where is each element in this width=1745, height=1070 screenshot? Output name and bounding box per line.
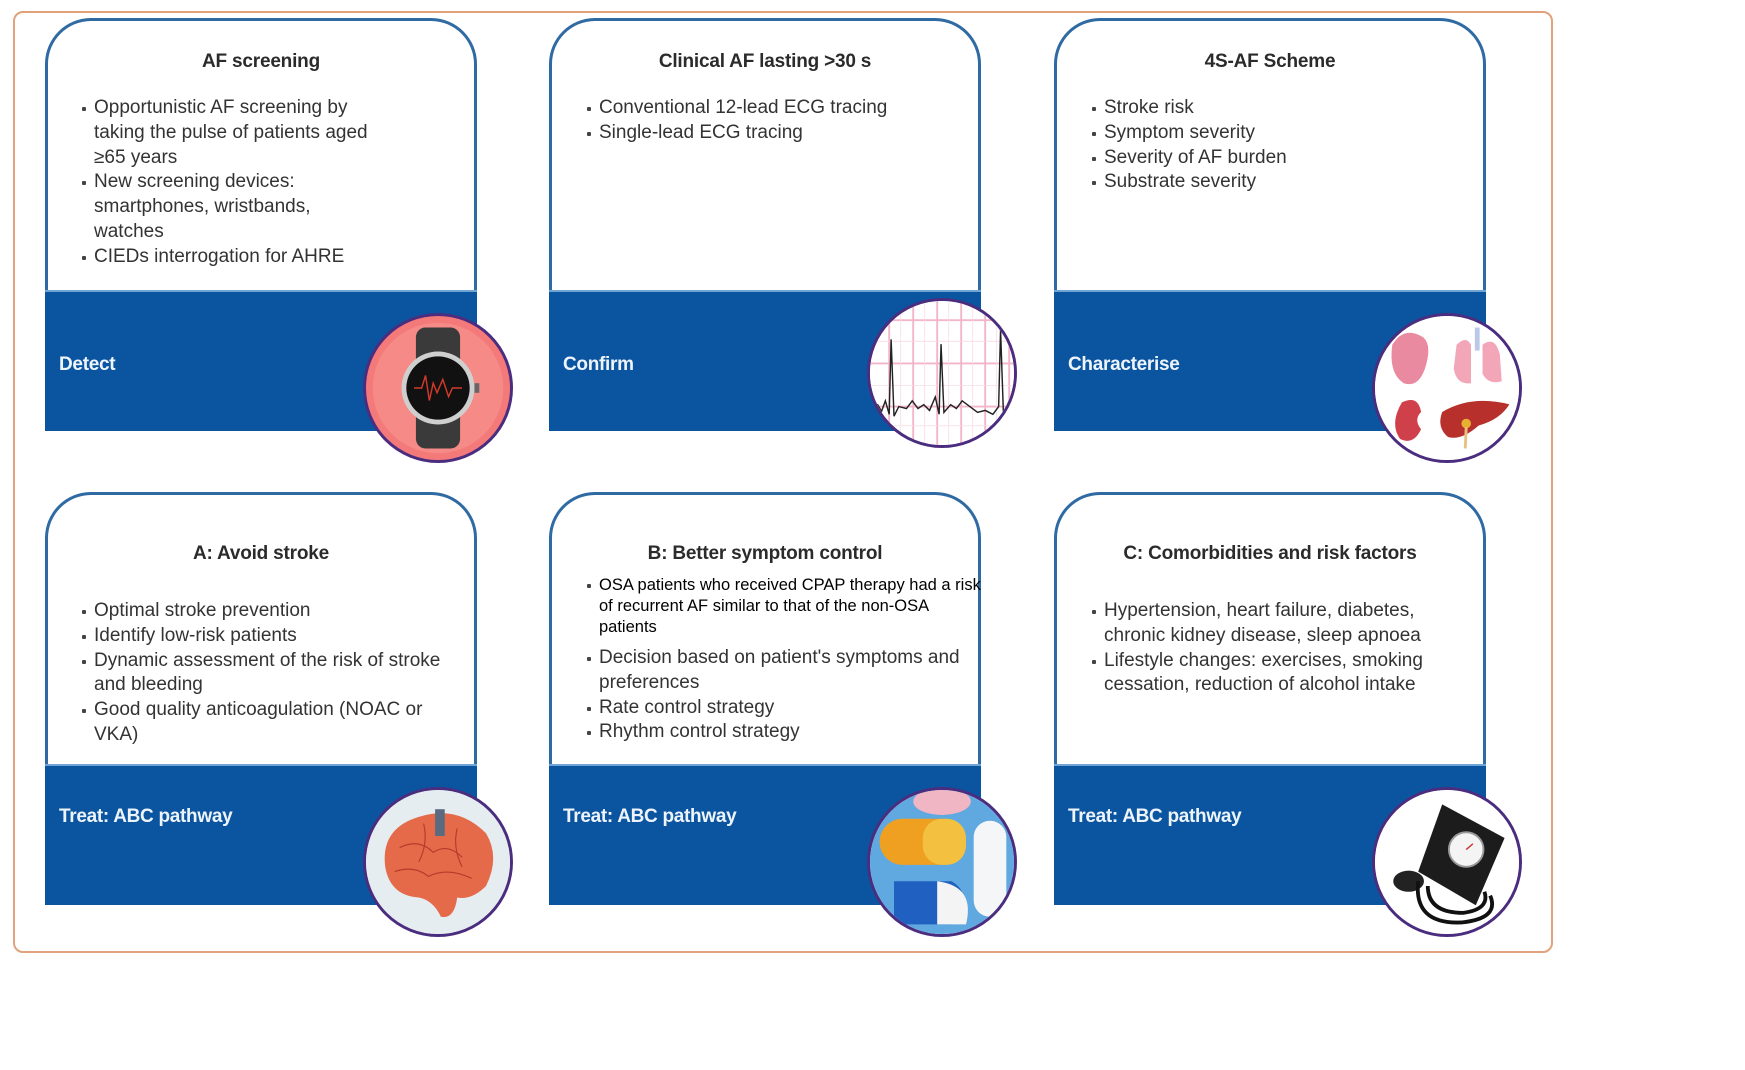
card-better-symptom-control: B: Better symptom control OSA patients w… — [549, 492, 1017, 937]
bullet-item: Hypertension, heart failure, diabetes, c… — [1090, 599, 1460, 649]
bullet-item: OSA patients who received CPAP therapy h… — [585, 575, 983, 638]
bullet-item: Decision based on patient's symptoms and… — [585, 646, 983, 696]
bullet-item: Lifestyle changes: exercises, smoking ce… — [1090, 649, 1460, 699]
bullet-item: Opportunistic AF screening by taking the… — [80, 96, 380, 170]
bullet-item: Symptom severity — [1090, 121, 1390, 146]
bullet-list: Stroke risk Symptom severity Severity of… — [1090, 96, 1390, 195]
bullet-list: Conventional 12-lead ECG tracing Single-… — [585, 96, 965, 146]
stage-label: Treat: ABC pathway — [1068, 806, 1242, 827]
ecg-strip-icon — [867, 298, 1017, 448]
blood-pressure-cuff-icon — [1372, 787, 1522, 937]
bullet-item: Conventional 12-lead ECG tracing — [585, 96, 965, 121]
bullet-list: OSA patients who received CPAP therapy h… — [585, 575, 983, 745]
card-confirm: Clinical AF lasting >30 s Conventional 1… — [549, 18, 1017, 448]
pills-icon — [867, 787, 1017, 937]
card-title: B: Better symptom control — [647, 543, 883, 564]
stage-label: Confirm — [563, 354, 634, 375]
bullet-item: Good quality anticoagulation (NOAC or VK… — [80, 698, 450, 748]
card-body: C: Comorbidities and risk factors Hypert… — [1054, 492, 1486, 768]
bullet-item: Rate control strategy — [585, 696, 983, 721]
stage-label: Treat: ABC pathway — [59, 806, 233, 827]
smartwatch-icon — [363, 313, 513, 463]
bullet-item: Severity of AF burden — [1090, 146, 1390, 171]
bullet-item: Identify low-risk patients — [80, 624, 450, 649]
bullet-item: Rhythm control strategy — [585, 720, 983, 745]
card-title: C: Comorbidities and risk factors — [1123, 543, 1417, 564]
bullet-item: Substrate severity — [1090, 170, 1390, 195]
card-comorbidities: C: Comorbidities and risk factors Hypert… — [1054, 492, 1522, 937]
card-body: A: Avoid stroke Optimal stroke preventio… — [45, 492, 477, 768]
stage-band: Treat: ABC pathway — [45, 764, 477, 905]
bullet-item: New screening devices: smartphones, wris… — [80, 170, 380, 244]
bullet-item: Stroke risk — [1090, 96, 1390, 121]
card-title: AF screening — [202, 51, 320, 72]
card-body: AF screening Opportunistic AF screening … — [45, 18, 477, 294]
card-title: A: Avoid stroke — [192, 543, 329, 564]
bullet-list: Opportunistic AF screening by taking the… — [80, 96, 380, 270]
organs-icon — [1372, 313, 1522, 463]
bullet-list: Hypertension, heart failure, diabetes, c… — [1090, 599, 1460, 698]
brain-icon — [363, 787, 513, 937]
card-body: 4S-AF Scheme Stroke risk Symptom severit… — [1054, 18, 1486, 294]
card-title: Clinical AF lasting >30 s — [658, 51, 872, 72]
bullet-item: Dynamic assessment of the risk of stroke… — [80, 649, 450, 699]
stage-label: Treat: ABC pathway — [563, 806, 737, 827]
card-characterise: 4S-AF Scheme Stroke risk Symptom severit… — [1054, 18, 1522, 463]
card-detect: AF screening Opportunistic AF screening … — [45, 18, 513, 463]
stage-label: Characterise — [1068, 354, 1180, 375]
card-body: Clinical AF lasting >30 s Conventional 1… — [549, 18, 981, 294]
card-body: B: Better symptom control OSA patients w… — [549, 492, 981, 768]
bullet-item: CIEDs interrogation for AHRE — [80, 245, 380, 270]
bullet-item: Single-lead ECG tracing — [585, 121, 965, 146]
bullet-list: Optimal stroke prevention Identify low-r… — [80, 599, 450, 748]
card-title: 4S-AF Scheme — [1204, 51, 1336, 72]
stage-label: Detect — [59, 354, 116, 375]
card-avoid-stroke: A: Avoid stroke Optimal stroke preventio… — [45, 492, 513, 937]
bullet-item: Optimal stroke prevention — [80, 599, 450, 624]
